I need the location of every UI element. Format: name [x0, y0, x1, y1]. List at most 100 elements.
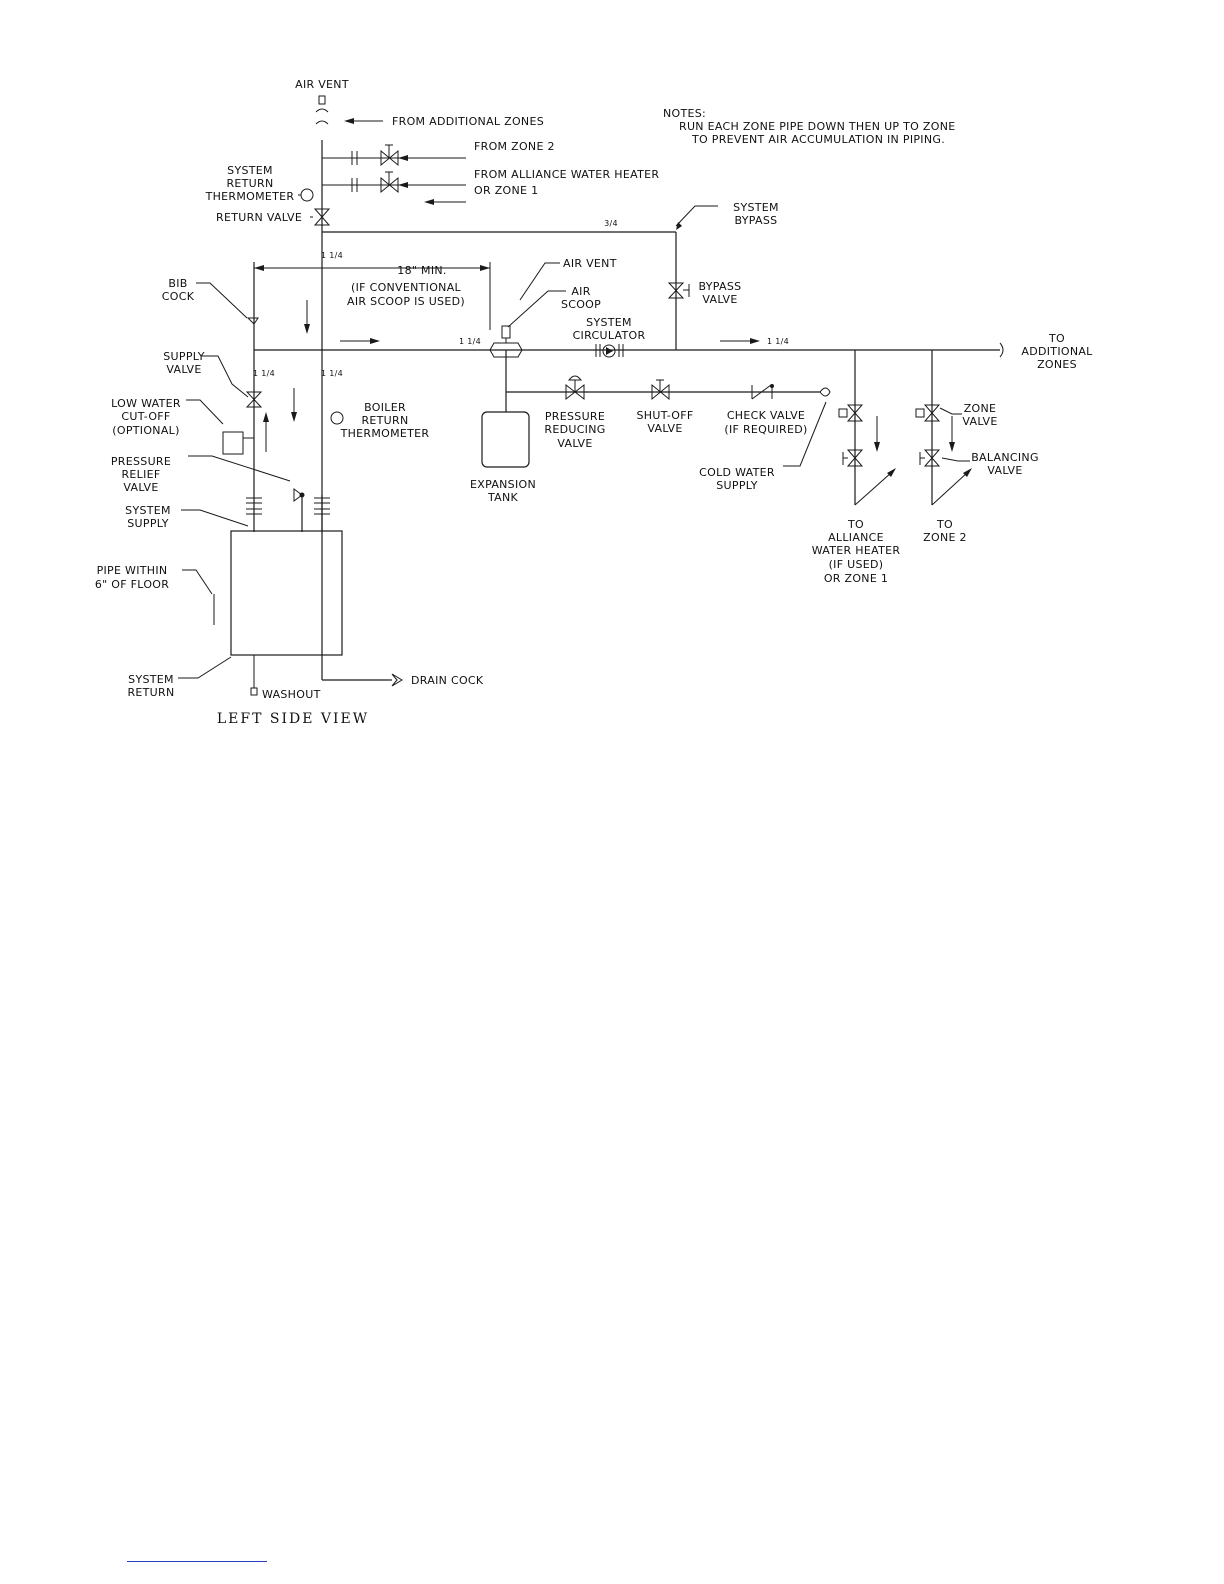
boiler-return-label-1: BOILER: [364, 401, 406, 414]
break-symbol: [315, 108, 329, 125]
supply-valve-label-2: VALVE: [166, 363, 201, 376]
boiler-return-thermometer: [330, 411, 344, 425]
conventional-label-2: AIR SCOOP IS USED): [347, 295, 465, 308]
low-water-cutoff: [222, 431, 244, 455]
zone1-valves: [838, 404, 864, 467]
pressure-reducing-label-2: REDUCING: [544, 423, 605, 436]
bypass-valve-label-1: BYPASS: [699, 280, 742, 293]
system-return-thermometer-label-1: SYSTEM: [227, 164, 273, 177]
return-valve: [313, 208, 331, 226]
notes-heading: NOTES:: [663, 107, 706, 120]
zone-valve-label-2: VALVE: [962, 415, 997, 428]
boiler-return-label-2: RETURN: [361, 414, 408, 427]
to-zone2-label-2: ZONE 2: [923, 531, 967, 544]
system-supply-label-2: SUPPLY: [127, 517, 169, 530]
system-return-thermometer-label-3: THERMOMETER: [205, 190, 295, 203]
cold-water-label-1: COLD WATER: [699, 466, 775, 479]
check-valve-label-2: (IF REQUIRED): [724, 423, 807, 436]
from-alliance-label-1: FROM ALLIANCE WATER HEATER: [474, 168, 659, 181]
main-size-label-1: 1 1/4: [459, 337, 481, 346]
unions: [246, 497, 330, 515]
riser-size-label: 1 1/4: [321, 251, 343, 260]
additional-zones-break: [999, 342, 1004, 358]
to-zone2-label-1: TO: [936, 518, 953, 531]
expansion-tank: [481, 411, 530, 468]
air-vent-mid-label: AIR VENT: [563, 257, 617, 270]
bib-cock-label-1: BIB: [168, 277, 187, 290]
cold-water-break: [819, 387, 831, 397]
footer-link-underline[interactable]: [127, 1551, 267, 1562]
check-valve: [751, 384, 774, 400]
boiler-return-label-3: THERMOMETER: [340, 427, 430, 440]
pressure-reducing-label-1: PRESSURE: [545, 410, 605, 423]
air-vent-top-label: AIR VENT: [295, 78, 349, 91]
to-additional-zones-label-1: TO: [1048, 332, 1065, 345]
min-distance-label: 18" MIN.: [397, 264, 446, 277]
bib-cock-label-2: COCK: [162, 290, 195, 303]
notes-line-1: RUN EACH ZONE PIPE DOWN THEN UP TO ZONE: [679, 120, 956, 133]
drain-cock: [391, 673, 403, 687]
leader-lines: [178, 194, 970, 679]
shutoff-valve: [651, 383, 670, 401]
air-vent-scoop: [501, 325, 511, 339]
pipe-within-label-1: PIPE WITHIN: [97, 564, 168, 577]
to-alliance-label-4: (IF USED): [829, 558, 884, 571]
check-valve-label-1: CHECK VALVE: [727, 409, 805, 422]
pressure-relief-label-3: VALVE: [123, 481, 158, 494]
zone2-valves: [915, 404, 941, 467]
system-supply-label-1: SYSTEM: [125, 504, 171, 517]
system-return-label-2: RETURN: [127, 686, 174, 699]
to-alliance-label-3: WATER HEATER: [812, 544, 901, 557]
supply-valve-label-1: SUPPLY: [163, 350, 205, 363]
boiler: [230, 530, 343, 656]
air-scoop-label-1: AIR: [571, 285, 590, 298]
diagram-title: LEFT SIDE VIEW: [217, 711, 369, 727]
notes-line-2: TO PREVENT AIR ACCUMULATION IN PIPING.: [691, 133, 945, 146]
expansion-tank-label-1: EXPANSION: [470, 478, 536, 491]
shutoff-label-1: SHUT-OFF: [636, 409, 693, 422]
to-additional-zones-label-2: ADDITIONAL: [1021, 345, 1093, 358]
to-alliance-label-2: ALLIANCE: [828, 531, 884, 544]
to-additional-zones-label-3: ZONES: [1037, 358, 1077, 371]
air-scoop-label-2: SCOOP: [561, 298, 601, 311]
bypass-size-label: 3/4: [604, 219, 618, 228]
low-water-label-2: CUT-OFF: [121, 410, 170, 423]
low-water-label-1: LOW WATER: [111, 397, 181, 410]
pipe-within-label-2: 6" OF FLOOR: [95, 578, 169, 591]
expansion-tank-label-2: TANK: [487, 491, 519, 504]
bib-cock: [246, 317, 259, 325]
drain-cock-label: DRAIN COCK: [411, 674, 484, 687]
from-alliance-label-2: OR ZONE 1: [474, 184, 538, 197]
supply-valve: [245, 391, 263, 408]
supply-size-label: 1 1/4: [253, 369, 275, 378]
system-circulator: [595, 344, 624, 358]
from-additional-zones-label: FROM ADDITIONAL ZONES: [392, 115, 544, 128]
main-size-label-2: 1 1/4: [767, 337, 789, 346]
system-return-label-1: SYSTEM: [128, 673, 174, 686]
air-vent-top: [318, 95, 326, 105]
pressure-relief-label-2: RELIEF: [121, 468, 160, 481]
pressure-reducing-valve: [565, 383, 585, 401]
zone-return-valves: [351, 144, 399, 194]
min-distance-dimension: [253, 262, 491, 330]
to-alliance-label-5: OR ZONE 1: [824, 572, 888, 585]
cold-water-label-2: SUPPLY: [716, 479, 758, 492]
conventional-label-1: (IF CONVENTIONAL: [351, 281, 462, 294]
air-scoop: [489, 342, 523, 358]
balancing-label-2: VALVE: [987, 464, 1022, 477]
bypass-valve-label-2: VALVE: [702, 293, 737, 306]
pressure-relief-label-1: PRESSURE: [111, 455, 171, 468]
washout-plug: [250, 687, 258, 696]
system-return-thermometer-label-2: RETURN: [226, 177, 273, 190]
bypass-valve: [667, 282, 685, 299]
pipes: [250, 140, 1000, 696]
system-bypass-label-2: BYPASS: [735, 214, 778, 227]
washout-label: WASHOUT: [262, 688, 321, 701]
shutoff-label-2: VALVE: [647, 422, 682, 435]
pressure-relief-valve: [293, 488, 303, 502]
return-size-label: 1 1/4: [321, 369, 343, 378]
low-water-label-3: (OPTIONAL): [112, 424, 179, 437]
system-circulator-label-2: CIRCULATOR: [573, 329, 646, 342]
balancing-label-1: BALANCING: [971, 451, 1039, 464]
